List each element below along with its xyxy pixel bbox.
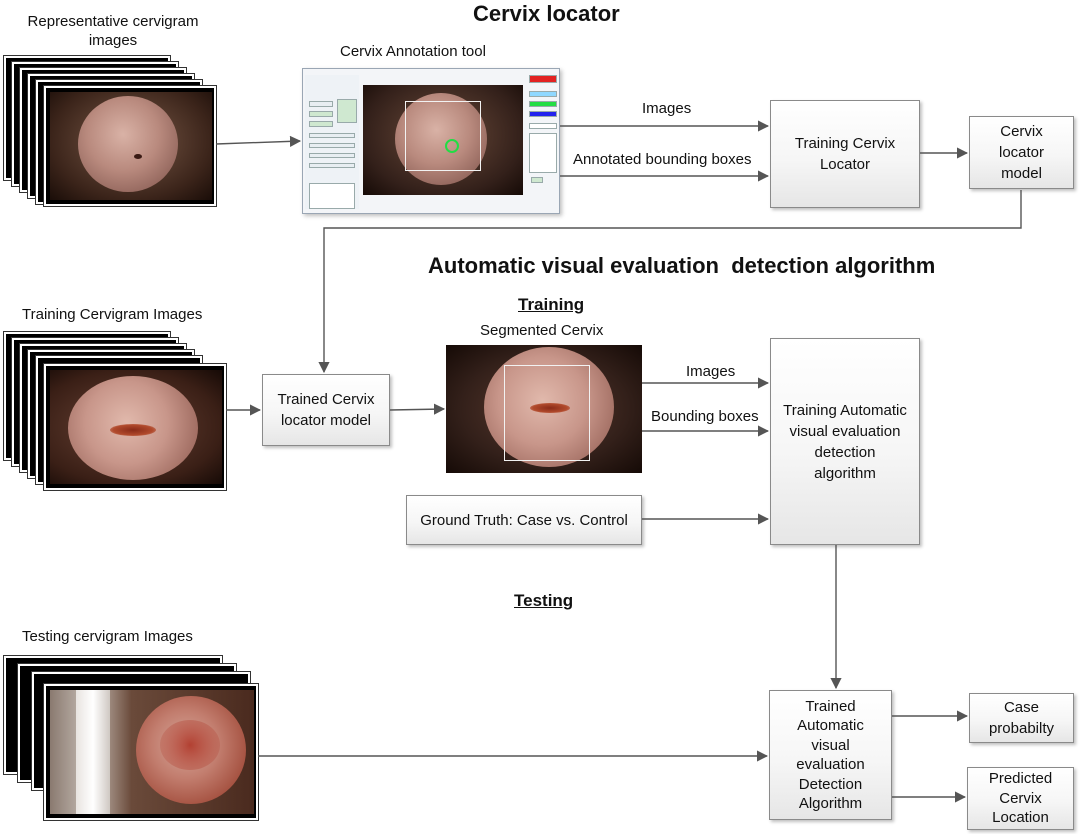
arrow-stack-to-tool (215, 135, 302, 147)
cervigram-image (43, 363, 227, 491)
trained-ave-box: Trained Automatic visual evaluation Dete… (769, 690, 892, 820)
annotation-tool-screenshot (302, 68, 560, 214)
training-images-label: Training Cervigram Images (22, 306, 203, 323)
tool-cyan-button (529, 91, 557, 97)
ave-algorithm-heading: Automatic visual evaluation detection al… (428, 253, 936, 278)
annotated-boxes-edge-label: Annotated bounding boxes (573, 151, 752, 168)
segmented-cervix-image (446, 345, 642, 473)
bounding-boxes-edge-label: Bounding boxes (651, 408, 759, 425)
arrow-trained-locator-to-segmented (389, 403, 446, 415)
cervigram-image (43, 85, 217, 207)
training-heading: Training (518, 295, 585, 314)
predicted-location-box: Predicted Cervix Location (967, 767, 1074, 830)
cervigram-image (43, 683, 259, 821)
tool-green-button (529, 101, 557, 107)
tool-center-marker (445, 139, 459, 153)
training-ave-box: Training Automatic visual evaluation det… (770, 338, 920, 545)
cervix-locator-model-box: Cervix locator model (969, 116, 1074, 189)
segmented-cervix-label: Segmented Cervix (480, 322, 604, 339)
trained-cervix-locator-box: Trained Cervix locator model (262, 374, 390, 446)
training-cervix-locator-box: Training Cervix Locator (770, 100, 920, 208)
arrow-model-to-trained-locator (318, 190, 1022, 374)
testing-images-label: Testing cervigram Images (22, 628, 193, 645)
tool-left-panel (305, 75, 359, 209)
cervix-locator-heading: Cervix locator (473, 1, 620, 26)
tool-image (363, 85, 523, 195)
tool-bounding-box (405, 101, 481, 171)
annotation-tool-label: Cervix Annotation tool (340, 43, 486, 60)
testing-heading: Testing (514, 591, 574, 610)
ground-truth-box: Ground Truth: Case vs. Control (406, 495, 642, 545)
case-probability-box: Case probabilty (969, 693, 1074, 743)
tool-right-panel (527, 73, 559, 211)
images-edge-label: Images (642, 100, 692, 117)
segmented-bounding-box (504, 365, 590, 461)
representative-images-label: Representative cervigram images (27, 13, 199, 49)
tool-red-button (529, 75, 557, 83)
tool-blue-button (529, 111, 557, 117)
images-edge-label: Images (686, 363, 736, 380)
